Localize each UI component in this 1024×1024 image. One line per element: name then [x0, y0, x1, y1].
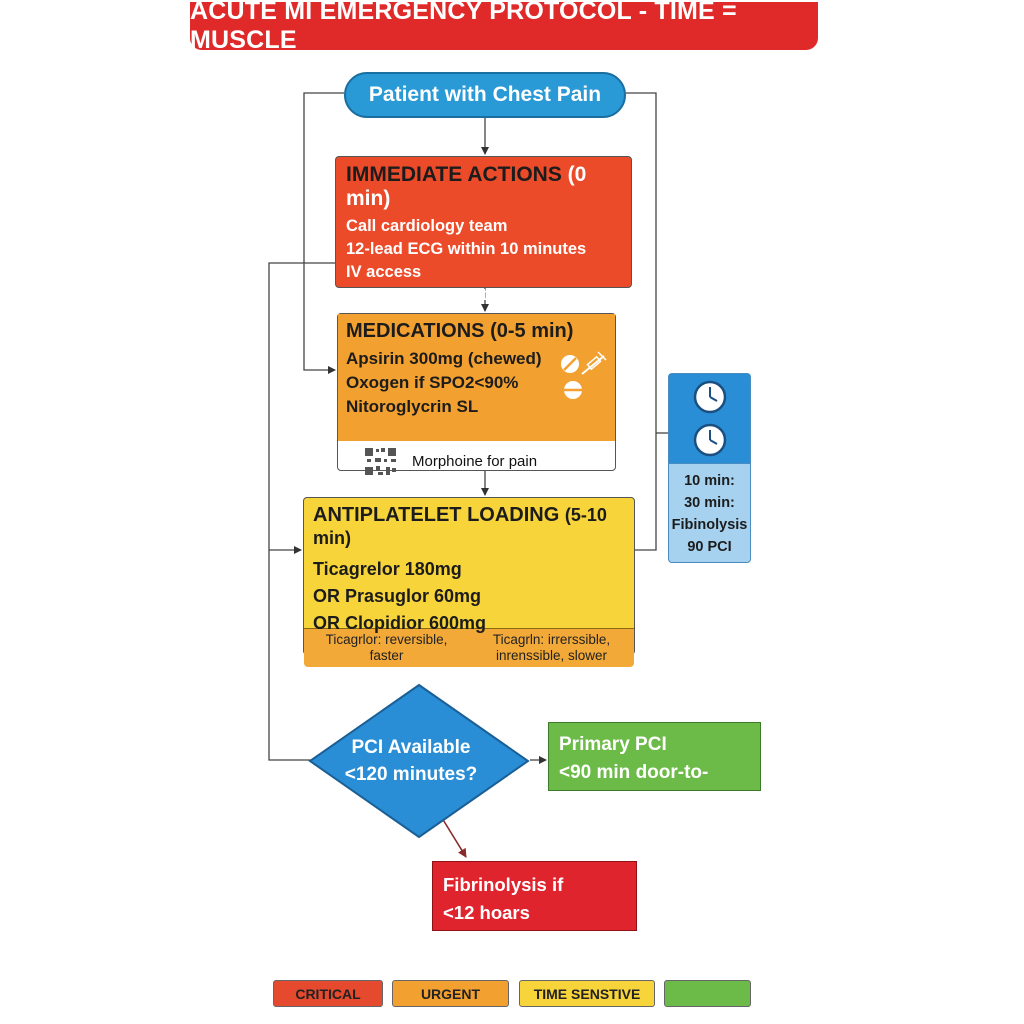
- primary-pci-box[interactable]: Primary PCI <90 min door-to-ballon: [548, 722, 761, 811]
- medication-item: Oxogen if SPO2<90%: [346, 373, 519, 392]
- immediate-item: IV access: [346, 263, 422, 281]
- timeline-item: 30 min:: [684, 495, 735, 511]
- antiplatelet-heading-text: ANTIPLATELET LOADING: [313, 504, 560, 526]
- clock-icon: [693, 381, 726, 414]
- timeline-item: 90 PCI: [687, 539, 732, 555]
- qr-code-icon: [365, 447, 396, 475]
- clock-icon: [693, 423, 726, 456]
- antiplatelet-box[interactable]: ANTIPLATELET LOADING (5-10 min) Ticagrel…: [303, 497, 635, 667]
- primary-line: Primary PCI: [559, 734, 667, 755]
- line-immediate-to-decision: [268, 262, 335, 761]
- timeline-item: 10 min:: [684, 473, 735, 489]
- antiplatelet-note-left: Ticagrlor: reversible, faster: [304, 629, 469, 667]
- antiplatelet-time: (5-10 min): [313, 505, 607, 548]
- fibrinolysis-box[interactable]: Fibrinolysis if <12 hoars symstoms: [432, 861, 637, 951]
- medications-box[interactable]: MEDICATIONS (0-5 min) Apsirin 300mg (che…: [337, 313, 616, 475]
- decision-line: <120 minutes?: [345, 764, 478, 785]
- primary-line: <90 min door-to-ballon: [559, 762, 709, 811]
- fibrinolysis-line: Fibrinolysis if: [443, 874, 564, 895]
- line-start-to-anti: [626, 92, 657, 551]
- note-right-line: Ticagrln: irrerssible,: [492, 632, 611, 647]
- note-right-line: inrenssible, slower: [495, 648, 608, 663]
- timeline-box[interactable]: 10 min: 30 min: Fibinolysis 90 PCI: [668, 373, 751, 563]
- medication-item: Nitoroglycrin SL: [346, 397, 479, 416]
- legend-green: [664, 980, 751, 1007]
- timeline-item: Fibinolysis: [671, 517, 748, 533]
- page-title: ACUTE MI EMERGENCY PROTOCOL - TIME = MUS…: [190, 0, 818, 54]
- pill-syringe-icon: [561, 351, 607, 399]
- immediate-item: Call cardiology team: [346, 217, 508, 235]
- immediate-item: Continuous monitoring: [346, 286, 529, 304]
- medication-item: Apsirin 300mg (chewed): [346, 349, 542, 368]
- medications-heading: MEDICATIONS (0-5 min): [346, 320, 574, 342]
- immediate-time: (0 min): [346, 163, 587, 210]
- note-left-line: faster: [369, 648, 404, 663]
- arrow-decision-to-fibrinolysis: [441, 817, 467, 858]
- decision-line: PCI Available: [352, 737, 471, 758]
- note-left-line: Ticagrlor: reversible,: [325, 632, 448, 647]
- fibrinolysis-line: <12 hoars symstoms: [443, 902, 535, 951]
- immediate-item: 12-lead ECG within 10 minutes: [346, 240, 587, 258]
- morphine-item: Morphoine for pain: [412, 453, 538, 470]
- legend-urgent: URGENT: [392, 980, 509, 1007]
- antiplatelet-item: OR Clopidior 600mg: [313, 613, 487, 633]
- arrow-start-to-meds: [303, 92, 344, 374]
- legend-critical: CRITICAL: [273, 980, 383, 1007]
- immediate-heading: IMMEDIATE ACTIONS (0 min): [346, 163, 621, 211]
- legend-time-sensitive: TIME SENSTIVE: [519, 980, 655, 1007]
- immediate-heading-text: IMMEDIATE ACTIONS: [346, 163, 562, 186]
- start-node[interactable]: Patient with Chest Pain: [344, 72, 626, 118]
- antiplatelet-heading: ANTIPLATELET LOADING (5-10 min): [313, 504, 625, 550]
- immediate-actions-box[interactable]: IMMEDIATE ACTIONS (0 min) Call cardiolog…: [335, 156, 632, 304]
- antiplatelet-item: Ticagrelor 180mg: [313, 559, 462, 579]
- antiplatelet-item: OR Prasuglor 60mg: [313, 586, 482, 606]
- antiplatelet-note-right: Ticagrln: irrerssible, inrenssible, slow…: [469, 629, 634, 667]
- pci-decision-diamond[interactable]: PCI Available <120 minutes?: [308, 683, 530, 839]
